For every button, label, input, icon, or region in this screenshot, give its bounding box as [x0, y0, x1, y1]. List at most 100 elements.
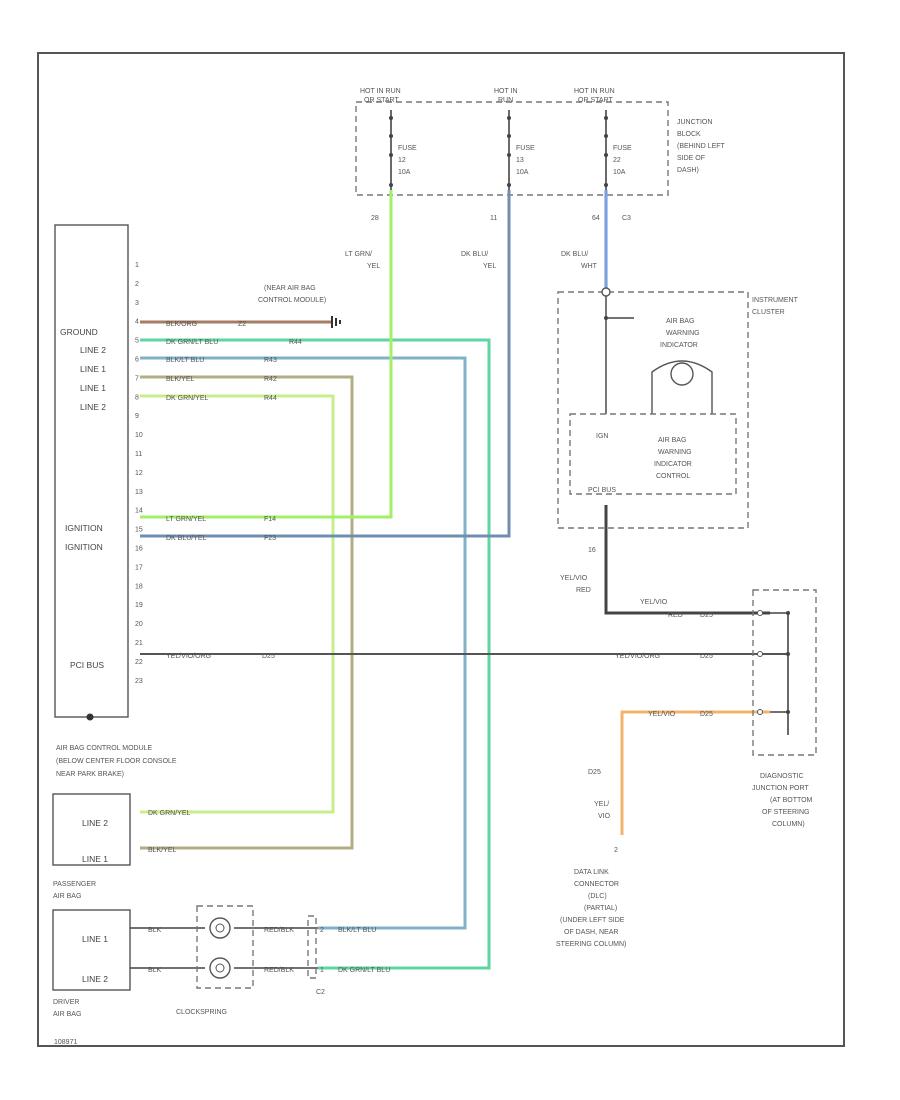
fuse12-top-1: HOT IN RUN — [360, 88, 401, 95]
wires — [140, 190, 788, 970]
dab-pin-1: 2 — [320, 927, 324, 934]
w21-color: YEL/VIO/ORG — [166, 653, 211, 660]
jb-label-5: DASH) — [677, 167, 699, 174]
dp-row1-circ: D25 — [700, 612, 713, 619]
cm-pin-19: 19 — [135, 602, 143, 609]
cm-pin-3: 3 — [135, 300, 139, 307]
ic-label-1: INSTRUMENT — [752, 297, 799, 304]
pab-line2: LINE 2 — [82, 818, 108, 828]
fuse13-wire-2: YEL — [483, 263, 496, 270]
data-link-connector: D25 YEL/ VIO 2 DATA LINK CONNECTOR (DLC)… — [556, 769, 626, 948]
pab-line1: LINE 1 — [82, 854, 108, 864]
dab-wire-2: DK GRN/LT BLU — [338, 967, 390, 974]
fuse22-wire-1: DK BLU/ — [561, 251, 588, 258]
dlc-pin: 2 — [614, 847, 618, 854]
w14-color: LT GRN/YEL — [166, 516, 206, 523]
dlc-wire-1: YEL/ — [594, 801, 609, 808]
passenger-air-bag: LINE 2 LINE 1 DK GRN/YEL BLK/YEL PASSENG… — [52, 793, 191, 900]
cm-pin-16: 16 — [135, 546, 143, 553]
diagram-frame — [37, 52, 845, 1047]
w21-circ: D25 — [262, 653, 275, 660]
w7-circ: R42 — [264, 376, 277, 383]
fuse12-label-2: 12 — [398, 157, 406, 164]
ic-pci: PCI BUS — [588, 487, 616, 494]
cm-pin-8: 8 — [135, 394, 139, 401]
dlc-label-2: CONNECTOR — [574, 881, 619, 888]
dlc-label-3: (DLC) — [588, 893, 607, 900]
fuse22-wire-2: WHT — [581, 263, 598, 270]
cm-caption-1: AIR BAG CONTROL MODULE — [56, 745, 153, 752]
cm-pin-20: 20 — [135, 621, 143, 628]
fuse12-wire-1: LT GRN/ — [345, 251, 372, 258]
clockspring: RED/BLK RED/BLK 2 1 BLK/LT BLU DK GRN/LT… — [176, 905, 390, 1016]
dp-row3: YEL/VIO — [648, 711, 676, 718]
fuse12-label-3: 10A — [398, 169, 411, 176]
dab-pin-2: 1 — [320, 967, 324, 974]
w15-circ: F23 — [264, 535, 276, 542]
ic-lamp-2: WARNING — [666, 330, 700, 337]
pab-caption-1: PASSENGER — [53, 881, 96, 888]
dab-wire-1: BLK/LT BLU — [338, 927, 376, 934]
cm-func-line1a: LINE 1 — [80, 364, 106, 374]
cm-pin-13: 13 — [135, 489, 143, 496]
clockspring-label: CLOCKSPRING — [176, 1009, 227, 1016]
dp-label-5: COLUMN) — [772, 821, 805, 828]
cm-pin-6: 6 — [135, 357, 139, 364]
pab-caption-2: AIR BAG — [53, 893, 81, 900]
dlc-circ: D25 — [588, 769, 601, 776]
fuse22-label-2: 22 — [613, 157, 621, 164]
dp-row1: YEL/VIO — [640, 599, 668, 606]
w6-color: BLK/LT BLU — [166, 357, 204, 364]
w15-color: DK BLU/YEL — [166, 535, 207, 542]
cm-pin-7: 7 — [135, 375, 139, 382]
fuse22-pin: 64 — [592, 215, 600, 222]
cm-pin-18: 18 — [135, 583, 143, 590]
cm-func-pci: PCI BUS — [70, 660, 104, 670]
ground-note-2: CONTROL MODULE) — [258, 297, 326, 304]
cm-pin-4: 4 — [135, 319, 139, 326]
cm-pin-12: 12 — [135, 470, 143, 477]
w6-circ: R43 — [264, 357, 277, 364]
cm-pin-11: 11 — [135, 451, 142, 458]
cm-pin-5: 5 — [135, 338, 139, 345]
dp-label-1: DIAGNOSTIC — [760, 773, 804, 780]
w7-color: BLK/YEL — [166, 376, 195, 383]
dp-label-4: OF STEERING — [762, 809, 809, 816]
w8-color: DK GRN/YEL — [166, 395, 209, 402]
dp-label-2: JUNCTION PORT — [752, 785, 809, 792]
fuse22-top-1: HOT IN RUN — [574, 88, 615, 95]
pab-wire-1: DK GRN/YEL — [148, 810, 191, 817]
w5-color: DK GRN/LT BLU — [166, 339, 218, 346]
cm-func-line2a: LINE 2 — [80, 345, 106, 355]
fuse12-top-2: OR START — [364, 97, 399, 104]
cm-pin-14: 14 — [135, 508, 143, 515]
ic-wire-2: RED — [576, 587, 591, 594]
instrument-cluster: AIR BAG WARNING INDICATOR IGN AIR BAG WA… — [557, 287, 799, 594]
jb-label-4: SIDE OF — [677, 155, 705, 162]
cm-func-line2b: LINE 2 — [80, 402, 106, 412]
fuse13-wire-1: DK BLU/ — [461, 251, 488, 258]
diagnostic-junction-port: YEL/VIO RED D25 YEL/VIO/ORG D25 YEL/VIO … — [615, 589, 817, 828]
ic-ctrl-4: CONTROL — [656, 473, 690, 480]
dlc-label-5: (UNDER LEFT SIDE — [560, 917, 625, 924]
fuse12-wire-2: YEL — [367, 263, 380, 270]
cm-pin-2: 2 — [135, 281, 139, 288]
cm-pin-10: 10 — [135, 432, 143, 439]
cm-pin-22: 22 — [135, 659, 143, 666]
jb-label-1: JUNCTION — [677, 119, 712, 126]
w4-circ: Z2 — [238, 321, 246, 328]
ic-pin: 16 — [588, 547, 596, 554]
driver-air-bag: LINE 1 LINE 2 BLK BLK DRIVER AIR BAG — [52, 909, 205, 1018]
cs-out-2: RED/BLK — [264, 967, 294, 974]
dab-caption-2: AIR BAG — [53, 1011, 81, 1018]
w14-circ: F14 — [264, 516, 276, 523]
fuse13-label-2: 13 — [516, 157, 524, 164]
cm-pin-9: 9 — [135, 413, 139, 420]
w4-color: BLK/ORG — [166, 321, 197, 328]
dp-row1-sub: RED — [668, 612, 683, 619]
fuse22-conn: C3 — [622, 215, 631, 222]
cm-func-ign1: IGNITION — [65, 523, 103, 533]
cm-func-line1b: LINE 1 — [80, 383, 106, 393]
dp-row3-circ: D25 — [700, 711, 713, 718]
